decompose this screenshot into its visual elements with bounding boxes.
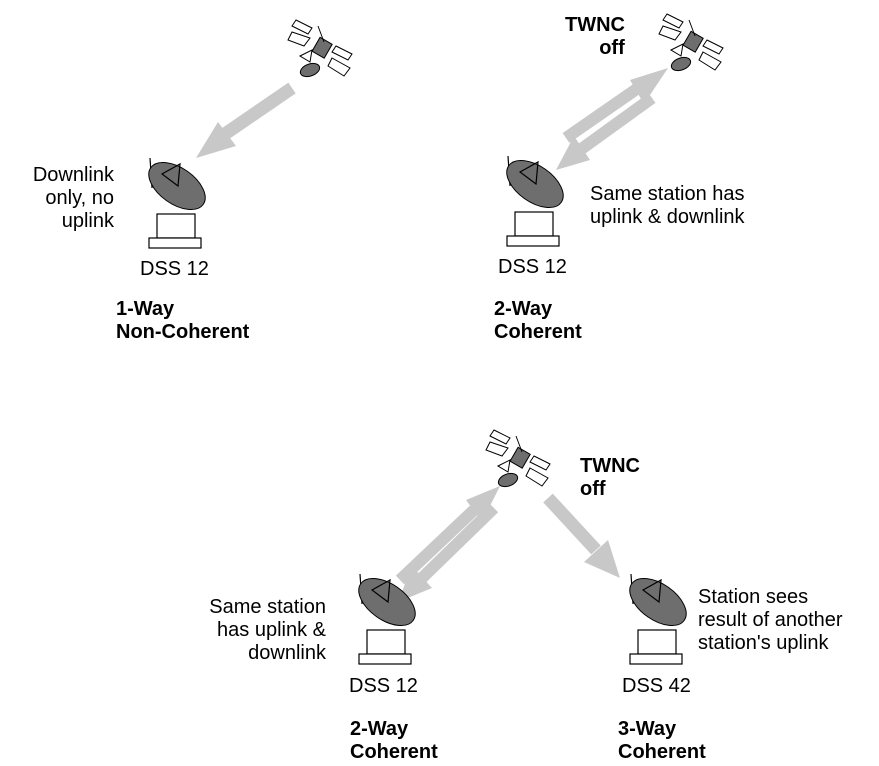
note-line: downlink — [248, 642, 326, 664]
note-line: Same station has — [590, 183, 745, 205]
mode-title-line: 2-Way — [494, 298, 553, 320]
note-line: only, no — [45, 187, 114, 209]
mode-title: 2-Way Coherent — [494, 298, 582, 344]
mode-title: 3-Way Coherent — [618, 718, 706, 764]
mode-title: 2-Way Coherent — [350, 718, 438, 764]
twnc-label-line: off — [580, 478, 606, 500]
mode-title: 1-Way Non-Coherent — [116, 298, 249, 344]
mode-title-line: 2-Way — [350, 718, 409, 740]
uplink-downlink-arrows-panel-2 — [556, 68, 668, 170]
twnc-label: TWNC off — [540, 14, 650, 60]
note-line: station's uplink — [698, 632, 829, 654]
note-line: uplink & downlink — [590, 206, 745, 228]
station-label: DSS 42 — [622, 675, 691, 697]
station-note: Same station has uplink & downlink — [590, 183, 745, 229]
twnc-label: TWNC off — [580, 455, 640, 501]
station-note: Same station has uplink & downlink — [150, 596, 326, 665]
note-line: result of another — [698, 609, 843, 631]
downlink-arrow-panel-1 — [196, 82, 296, 158]
station-note: Downlink only, no uplink — [0, 164, 114, 233]
twnc-label-line: TWNC — [565, 14, 625, 36]
spacecraft-icon — [658, 13, 724, 74]
mode-title-line: 3-Way — [618, 718, 677, 740]
station-label: DSS 12 — [140, 258, 209, 280]
spacecraft-icon — [287, 19, 353, 80]
twnc-label-line: off — [599, 37, 625, 59]
uplink-downlink-arrows-panel-3 — [395, 486, 500, 602]
mode-title-line: 1-Way — [116, 298, 175, 320]
mode-title-line: Coherent — [350, 741, 438, 763]
spacecraft-icon — [485, 429, 551, 490]
station-label: DSS 12 — [349, 675, 418, 697]
downlink-arrow-panel-4 — [543, 493, 620, 578]
note-line: Downlink — [32, 164, 114, 186]
note-line: Station sees — [698, 586, 809, 608]
ground-station-icon — [139, 152, 215, 249]
note-line: uplink — [61, 210, 114, 232]
mode-title-line: Non-Coherent — [116, 321, 250, 343]
mode-title-line: Coherent — [494, 321, 582, 343]
twnc-label-line: TWNC — [580, 455, 640, 477]
note-line: has uplink & — [217, 619, 326, 641]
note-line: Same station — [209, 596, 326, 618]
station-label: DSS 12 — [498, 256, 567, 278]
mode-title-line: Coherent — [618, 741, 706, 763]
ground-station-icon — [620, 568, 696, 665]
station-note: Station sees result of another station's… — [698, 586, 843, 655]
